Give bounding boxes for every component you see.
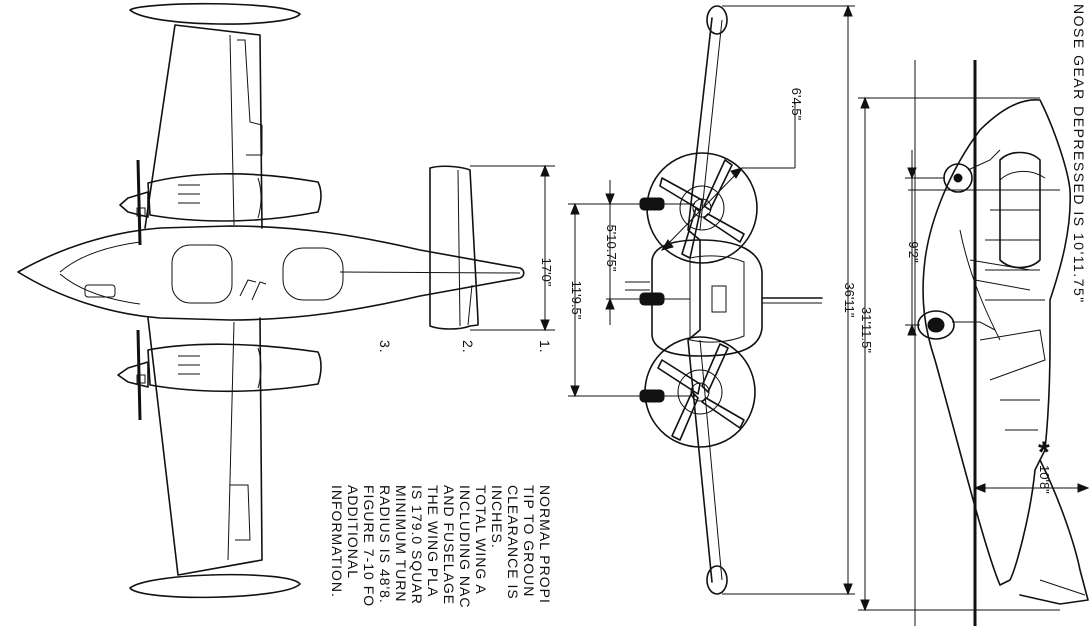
top-view-upper-tip-tank [129, 2, 301, 25]
span-dimension [722, 4, 855, 596]
front-view [625, 5, 823, 595]
side-view-main-wheel [917, 310, 996, 340]
note-1-line-2: TIP TO GROUN [521, 485, 537, 597]
asterisk-mark: * [1038, 436, 1050, 469]
note-3-line-2: RADIUS IS 48'8. [377, 485, 393, 604]
wheelbase-dimension [905, 150, 945, 336]
note-2-line-4: THE WING PLA [425, 485, 441, 597]
tail-span-dimension [470, 164, 555, 332]
top-view-upper-propeller [119, 191, 149, 218]
top-view-lower-wing [147, 317, 263, 576]
front-view-nose-gear [639, 292, 690, 306]
top-view-lower-tip-tank [129, 573, 301, 599]
note-1-line-4: INCHES. [489, 485, 505, 549]
tail-span-label: 17'0" [539, 258, 554, 287]
gear-track-dimension [568, 202, 645, 398]
main-to-center-dimension [605, 180, 640, 325]
top-view-upper-wing [144, 24, 263, 229]
wheelbase-label: 9'2" [906, 241, 921, 263]
span-label: 36'11" [842, 282, 857, 317]
note-3-line-5: INFORMATION. [329, 485, 345, 598]
note-2-line-2: INCLUDING NAC [457, 485, 473, 608]
side-view-nacelle [999, 151, 1041, 269]
note-3-line-4: ADDITIONAL [345, 485, 361, 579]
top-view [17, 2, 525, 599]
front-view-fuselage [651, 239, 763, 357]
note-3-number: 3. [377, 340, 393, 354]
top-view-fuselage [17, 225, 525, 321]
top-view-lower-nacelle [147, 343, 322, 393]
note-3-line-1: MINIMUM TURN [393, 485, 409, 603]
note-2-line-1: TOTAL WING A [473, 485, 489, 595]
length-label: 31'11.5" [859, 307, 874, 353]
front-view-upper-tip-tank [706, 5, 728, 35]
front-view-lower-main-gear [639, 389, 695, 403]
prop-diameter-dimension [660, 102, 796, 251]
top-view-horizontal-tail [429, 165, 479, 330]
note-2-line-3: AND FUSELAGE [441, 485, 457, 605]
note-2-number: 2. [460, 340, 476, 354]
front-view-lower-tip-tank [706, 565, 728, 595]
top-view-cockpit [171, 244, 233, 304]
length-dimension [858, 96, 1060, 612]
note-1-number: 1. [537, 340, 553, 354]
height-dimension [973, 483, 1090, 493]
gear-track-label: 11'9.5" [569, 281, 584, 320]
side-view [908, 60, 1089, 626]
main-to-center-label: 5'10.75" [604, 225, 619, 272]
note-3-line-3: FIGURE 7-10 FO [361, 485, 377, 607]
note-1-line-1: NORMAL PROPI [537, 485, 553, 604]
front-view-upper-main-gear [639, 197, 695, 211]
front-view-wing [687, 17, 713, 583]
prop-diameter-label: 6'4.5" [789, 88, 804, 121]
note-1-line-3: CLEARANCE IS [505, 485, 521, 600]
side-view-fuselage [922, 99, 1072, 586]
note-2-line-5: IS 179.0 SQUAR [409, 485, 425, 605]
notes-block: 1. NORMAL PROPI TIP TO GROUN CLEARANCE I… [329, 340, 553, 608]
side-view-nose-wheel [943, 149, 1001, 193]
top-view-lower-propeller [117, 361, 149, 388]
top-view-upper-nacelle [147, 173, 322, 222]
side-view-vertical-tail [1019, 459, 1089, 605]
height-label: 10'8" [1037, 465, 1052, 494]
nose-gear-note: NOSE GEAR DEPRESSED IS 10'11.75" [1071, 4, 1087, 304]
